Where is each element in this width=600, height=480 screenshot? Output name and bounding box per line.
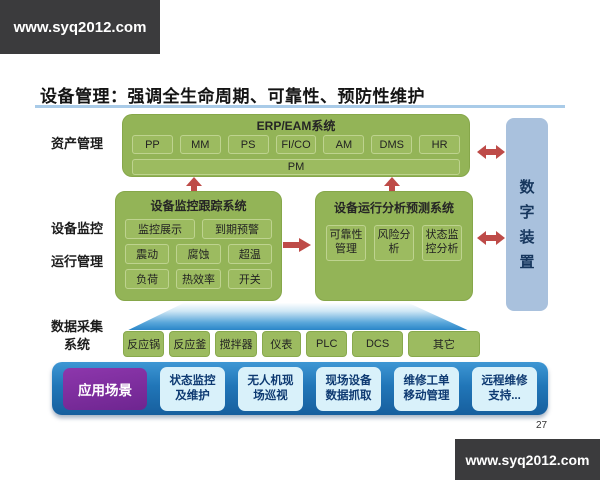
right-arrow-stem	[283, 242, 299, 248]
device-dcs: DCS	[352, 331, 403, 357]
tracking-system-box: 设备监控跟踪系统 监控展示 到期预警 震动 腐蚀 超温 负荷 热效率 开关	[115, 191, 282, 301]
up-arrow-right-stem	[389, 186, 395, 192]
app-item-drone-inspection-line1: 无人机现	[247, 374, 294, 387]
app-item-work-order-line2: 移动管理	[403, 389, 450, 402]
app-item-data-capture-line2: 数据抓取	[325, 389, 372, 402]
page-number: 27	[536, 420, 548, 431]
up-arrow-left	[186, 177, 202, 192]
app-item-remote-support-line2: 支持...	[488, 389, 521, 402]
double-arrow-top	[477, 145, 505, 159]
up-arrow-right	[384, 177, 400, 192]
tracking-system-title: 设备监控跟踪系统	[150, 199, 247, 213]
erp-module-fico: FI/CO	[275, 135, 317, 154]
app-item-remote-support-line1: 远程维修	[481, 374, 528, 387]
watermark-text-bottom: www.syq2012.com	[465, 451, 590, 468]
watermark-banner-top: www.syq2012.com	[0, 0, 160, 54]
analysis-cell-risk-line1: 风险分	[377, 229, 411, 242]
side-label-monitor-1: 设备监控	[50, 221, 103, 236]
erp-module-am: AM	[323, 135, 365, 154]
digital-device-char-4: 置	[519, 254, 535, 271]
tracking-cell-display: 监控展示	[125, 219, 195, 239]
page-title: 设备管理：强调全生命周期、可靠性、预防性维护	[40, 87, 425, 106]
device-reaction-kettle: 反应釜	[169, 331, 211, 357]
tracking-cell-switch: 开关	[227, 269, 272, 289]
tracking-cell-warning: 到期预警	[202, 219, 272, 239]
title-underline	[35, 105, 565, 108]
analysis-system-box: 设备运行分析预测系统 可靠性 管理 风险分 析 状态监 控分析	[315, 191, 473, 301]
analysis-cell-condition-line1: 状态监	[425, 229, 459, 242]
erp-module-row: PP MM PS FI/CO AM DMS HR	[132, 135, 461, 154]
analysis-cell-risk-line2: 析	[388, 243, 400, 255]
tracking-row-2: 震动 腐蚀 超温	[125, 244, 272, 264]
digital-device-box: 数 字 装 置	[506, 118, 548, 311]
tracking-cell-vibration: 震动	[125, 244, 170, 264]
double-arrow-top-stem	[486, 149, 496, 155]
tracking-row-3: 负荷 热效率 开关	[125, 269, 272, 289]
analysis-cell-condition: 状态监 控分析	[422, 225, 462, 261]
analysis-cell-reliability-line1: 可靠性	[329, 229, 363, 242]
tracking-cell-load: 负荷	[125, 269, 170, 289]
data-funnel-shape	[128, 303, 468, 330]
app-item-data-capture: 现场设备 数据抓取	[316, 366, 381, 411]
application-label: 应用场景	[63, 367, 147, 410]
tracking-cell-efficiency: 热效率	[176, 269, 221, 289]
analysis-cell-reliability-line2: 管理	[335, 243, 357, 255]
up-arrow-left-stem	[191, 186, 197, 192]
device-row: 反应锅 反应釜 搅拌器 仪表 PLC DCS 其它	[123, 331, 480, 357]
app-item-condition-monitor: 状态监控 及维护	[160, 366, 225, 411]
app-item-drone-inspection: 无人机现 场巡视	[238, 366, 303, 411]
erp-eam-title: ERP/EAM系统	[256, 119, 336, 133]
analysis-cell-condition-line2: 控分析	[425, 243, 459, 255]
device-other: 其它	[407, 331, 480, 357]
double-arrow-middle-right-head	[496, 231, 505, 245]
watermark-text-top: www.syq2012.com	[13, 18, 147, 36]
watermark-banner-bottom: www.syq2012.com	[455, 439, 600, 480]
device-reaction-pot: 反应锅	[123, 331, 165, 357]
app-item-condition-monitor-line1: 状态监控	[169, 374, 216, 387]
analysis-system-title: 设备运行分析预测系统	[333, 201, 454, 215]
double-arrow-middle-stem	[486, 235, 496, 241]
side-label-collect-1: 数据采集	[50, 319, 103, 334]
application-bar: 应用场景 状态监控 及维护 无人机现 场巡视 现场设备 数据抓取 维修工单 移动…	[52, 362, 548, 415]
erp-module-mm: MM	[179, 135, 221, 154]
double-arrow-middle-left-head	[477, 231, 486, 245]
digital-device-char-2: 字	[519, 204, 535, 221]
side-label-asset: 资产管理	[50, 136, 103, 151]
erp-module-pm: PM	[132, 159, 460, 175]
right-arrow-head	[299, 238, 311, 252]
analysis-cell-risk: 风险分 析	[374, 225, 414, 261]
device-plc: PLC	[306, 331, 348, 357]
tracking-row-1: 监控展示 到期预警	[125, 219, 272, 239]
double-arrow-middle	[477, 231, 505, 245]
digital-device-char-3: 装	[519, 229, 535, 246]
erp-module-ps: PS	[227, 135, 269, 154]
double-arrow-top-left-head	[477, 145, 486, 159]
up-arrow-left-head	[186, 177, 202, 186]
app-item-condition-monitor-line2: 及维护	[175, 389, 210, 402]
digital-device-char-1: 数	[519, 179, 535, 196]
erp-module-dms: DMS	[371, 135, 413, 154]
app-item-data-capture-line1: 现场设备	[325, 374, 372, 387]
analysis-row: 可靠性 管理 风险分 析 状态监 控分析	[326, 225, 462, 261]
app-item-remote-support: 远程维修 支持...	[472, 366, 537, 411]
erp-module-hr: HR	[419, 135, 461, 154]
erp-module-pp: PP	[132, 135, 173, 154]
app-item-drone-inspection-line2: 场巡视	[253, 389, 288, 402]
right-arrow	[283, 238, 311, 252]
tracking-cell-overtemp: 超温	[227, 244, 272, 264]
side-label-monitor-2: 运行管理	[50, 254, 103, 269]
device-instrument: 仪表	[261, 331, 302, 357]
analysis-cell-reliability: 可靠性 管理	[326, 225, 366, 261]
up-arrow-right-head	[384, 177, 400, 186]
app-item-work-order-line1: 维修工单	[403, 374, 450, 387]
side-label-collect-2: 系统	[63, 337, 90, 352]
erp-eam-system-box: ERP/EAM系统 PP MM PS FI/CO AM DMS HR PM	[122, 114, 470, 177]
device-agitator: 搅拌器	[215, 331, 257, 357]
tracking-cell-corrosion: 腐蚀	[176, 244, 221, 264]
double-arrow-top-right-head	[496, 145, 505, 159]
app-item-work-order: 维修工单 移动管理	[394, 366, 459, 411]
